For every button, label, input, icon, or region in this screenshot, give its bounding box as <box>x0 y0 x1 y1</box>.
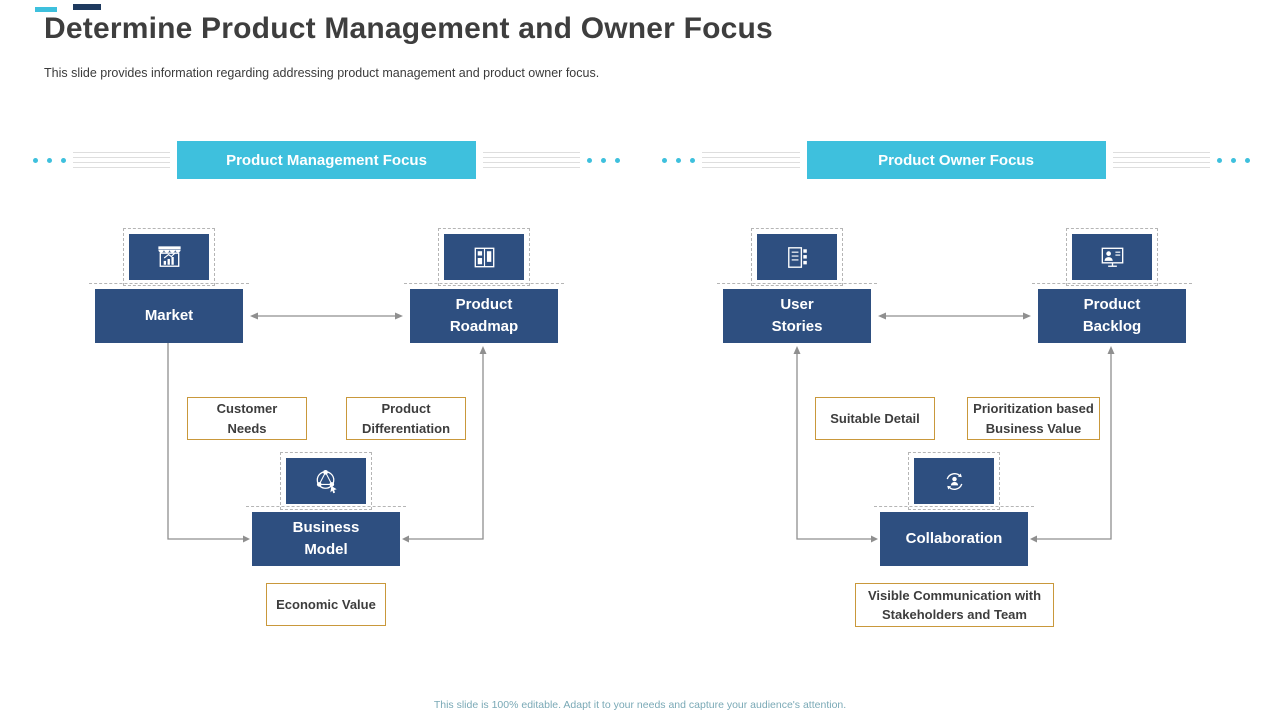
dot-icon <box>615 157 620 163</box>
dot-icon <box>676 157 681 163</box>
product-backlog-icon-tile <box>1066 228 1158 286</box>
footer-note: This slide is 100% editable. Adapt it to… <box>433 699 847 711</box>
collaboration-icon-tile <box>908 452 1000 510</box>
connector-stories-collab <box>796 353 872 540</box>
tag-customer-needs: Customer Needs <box>187 397 307 440</box>
dots-decoration <box>662 157 695 163</box>
lines-decoration <box>1112 151 1210 169</box>
dot-icon <box>61 157 66 163</box>
tag-economic-value: Economic Value <box>266 583 386 626</box>
accent-bar-cyan <box>35 7 57 12</box>
tag-prioritization: Prioritization based Business Value <box>967 397 1100 440</box>
dashed-separator <box>717 283 877 284</box>
node-market: Market <box>95 289 243 343</box>
lines-decoration <box>483 151 580 169</box>
connector-market-business <box>167 343 244 540</box>
tag-visible-communication: Visible Communication with Stakeholders … <box>855 583 1054 627</box>
dot-icon <box>587 157 592 163</box>
dot-icon <box>1231 157 1236 163</box>
node-product-roadmap: Product Roadmap <box>410 289 558 343</box>
right-header-row: Product Owner Focus <box>662 141 1250 179</box>
accent-bar-navy <box>73 4 101 10</box>
dot-icon <box>1217 157 1222 163</box>
dot-icon <box>662 157 667 163</box>
connector-backlog-collab <box>1036 353 1112 540</box>
page-title: Determine Product Management and Owner F… <box>44 12 773 45</box>
dashed-separator <box>874 506 1034 507</box>
dot-icon <box>33 157 38 163</box>
dot-icon <box>1245 157 1250 163</box>
dashed-separator <box>89 283 249 284</box>
network-share-icon <box>286 458 366 504</box>
collaboration-icon <box>914 458 994 504</box>
page-subtitle: This slide provides information regardin… <box>44 66 600 80</box>
user-stories-icon-tile <box>751 228 843 286</box>
node-collaboration: Collaboration <box>880 512 1028 566</box>
connector-roadmap-business <box>408 353 484 540</box>
node-product-backlog: Product Backlog <box>1038 289 1186 343</box>
roadmap-icon-tile <box>438 228 530 286</box>
dashed-separator <box>246 506 406 507</box>
dashed-separator <box>1032 283 1192 284</box>
tag-suitable-detail: Suitable Detail <box>815 397 935 440</box>
left-section-banner: Product Management Focus <box>177 141 476 179</box>
right-section-banner: Product Owner Focus <box>806 141 1106 179</box>
node-user-stories: User Stories <box>723 289 871 343</box>
dot-icon <box>601 157 606 163</box>
dots-decoration <box>1217 157 1250 163</box>
product-backlog-icon <box>1072 234 1152 280</box>
market-store-icon <box>129 234 209 280</box>
dashed-separator <box>404 283 564 284</box>
tag-product-differentiation: Product Differentiation <box>346 397 466 440</box>
user-stories-icon <box>757 234 837 280</box>
dot-icon <box>690 157 695 163</box>
left-header-row: Product Management Focus <box>33 141 620 179</box>
node-business-model: Business Model <box>252 512 400 566</box>
dots-decoration <box>587 157 620 163</box>
lines-decoration <box>702 151 800 169</box>
business-model-icon-tile <box>280 452 372 510</box>
lines-decoration <box>73 151 170 169</box>
roadmap-board-icon <box>444 234 524 280</box>
dot-icon <box>47 157 52 163</box>
dots-decoration <box>33 157 66 163</box>
market-icon-tile <box>123 228 215 286</box>
